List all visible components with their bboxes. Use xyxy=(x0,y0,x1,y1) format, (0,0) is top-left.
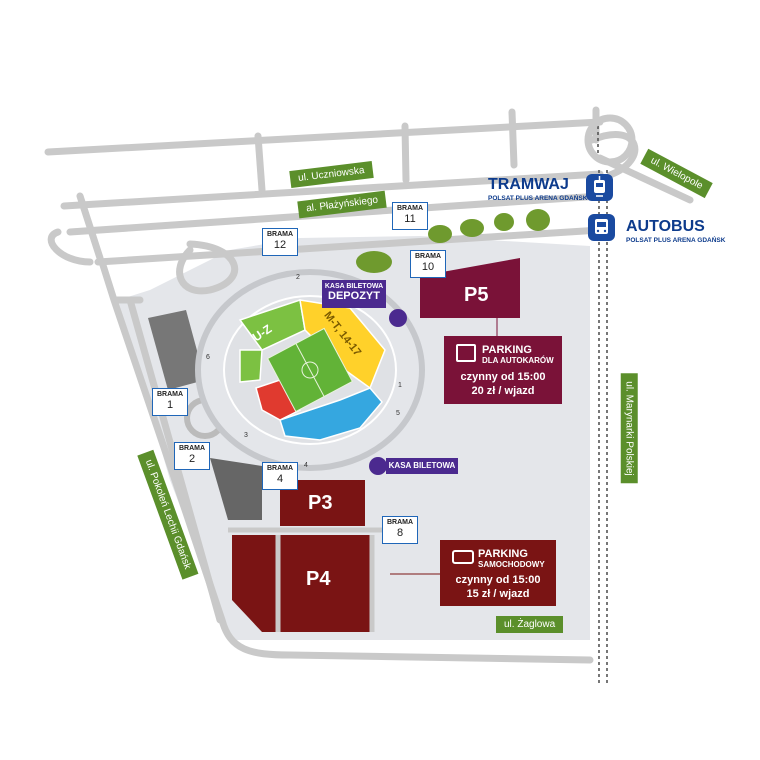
ticket-depozyt-line2: DEPOZYT xyxy=(328,290,380,302)
gate-10-word: BRAMA xyxy=(414,253,442,260)
roads xyxy=(44,106,694,664)
tram-title: TRAMWAJ xyxy=(488,176,569,193)
ticket-kasa-label: KASA BILETOWA xyxy=(386,458,458,474)
tram-lines xyxy=(597,120,608,686)
gate-1-word: BRAMA xyxy=(156,391,184,398)
bus-subtitle: POLSAT PLUS ARENA GDAŃSK xyxy=(626,237,726,244)
ticket-depozyt-label: KASA BILETOWA DEPOZYT xyxy=(322,280,386,308)
parking-p5-label: P5 xyxy=(464,284,489,306)
gate-12-word: BRAMA xyxy=(266,231,294,238)
gate-1: BRAMA 1 xyxy=(152,388,188,416)
coach-parking-hours: czynny od 15:00 xyxy=(460,371,546,383)
roundabout xyxy=(584,114,636,166)
gate-2: BRAMA 2 xyxy=(174,442,210,470)
street-zaglowa: ul. Żaglowa xyxy=(496,616,564,633)
coach-parking-subtitle: DLA AUTOKARÓW xyxy=(482,356,554,365)
parking-p4-label: P4 xyxy=(306,568,331,590)
car-parking-hours: czynny od 15:00 xyxy=(455,574,541,586)
street-marynarki: ul. Marynarki Polskiej xyxy=(620,373,638,484)
sector-red xyxy=(255,379,302,421)
gate-4: BRAMA 4 xyxy=(262,462,298,490)
sector-blue xyxy=(279,387,383,441)
gate-12: BRAMA 12 xyxy=(262,228,298,256)
parking-south-stripes xyxy=(210,458,262,520)
car-icon xyxy=(452,550,474,564)
coach-icon xyxy=(456,344,476,362)
bus-icon xyxy=(588,214,615,241)
car-parking-title: PARKING xyxy=(478,548,528,560)
gate-8-number: 8 xyxy=(396,527,404,539)
gate-2-number: 2 xyxy=(188,453,196,465)
tram-icon xyxy=(586,174,613,201)
coach-parking-info: PARKING DLA AUTOKARÓW czynny od 15:00 20… xyxy=(444,336,562,404)
gate-1-number: 1 xyxy=(166,399,174,411)
ticket-kasa-marker xyxy=(369,457,387,475)
coach-parking-title: PARKING xyxy=(482,344,532,356)
trees xyxy=(356,209,550,273)
car-parking-info: PARKING SAMOCHODOWY czynny od 15:00 15 z… xyxy=(440,540,556,606)
sector-num-2: 2 xyxy=(296,274,300,281)
bus-title: AUTOBUS xyxy=(626,218,705,235)
gate-8-word: BRAMA xyxy=(386,519,414,526)
gate-11: BRAMA 11 xyxy=(392,202,428,230)
sector-num-3: 3 xyxy=(244,432,248,439)
ticket-depozyt-marker xyxy=(389,309,407,327)
parking-p3-label: P3 xyxy=(308,492,333,514)
sector-num-5: 5 xyxy=(396,410,400,417)
gate-2-word: BRAMA xyxy=(178,445,206,452)
ticket-depozyt-line1: KASA BILETOWA xyxy=(324,283,384,290)
car-parking-price: 15 zł / wjazd xyxy=(466,588,530,600)
gate-11-number: 11 xyxy=(404,213,416,225)
gate-11-word: BRAMA xyxy=(396,205,424,212)
sector-green-south xyxy=(239,349,263,383)
info-connectors xyxy=(390,318,498,575)
parking-p4-area xyxy=(232,535,372,632)
gate-10-number: 10 xyxy=(421,261,435,273)
car-parking-subtitle: SAMOCHODOWY xyxy=(478,560,545,569)
sector-num-1: 1 xyxy=(398,382,402,389)
gate-4-word: BRAMA xyxy=(266,465,294,472)
gate-8: BRAMA 8 xyxy=(382,516,418,544)
tram-subtitle: POLSAT PLUS ARENA GDAŃSK xyxy=(488,195,588,202)
coach-parking-price: 20 zł / wjazd xyxy=(471,385,535,397)
sector-num-4: 4 xyxy=(304,462,308,469)
sector-num-6: 6 xyxy=(206,354,210,361)
gate-12-number: 12 xyxy=(273,239,287,251)
gate-10: BRAMA 10 xyxy=(410,250,446,278)
parking-p4-dividers xyxy=(228,527,395,632)
parking-west-stripes xyxy=(148,310,205,390)
pitch xyxy=(266,327,354,413)
gate-4-number: 4 xyxy=(276,473,284,485)
